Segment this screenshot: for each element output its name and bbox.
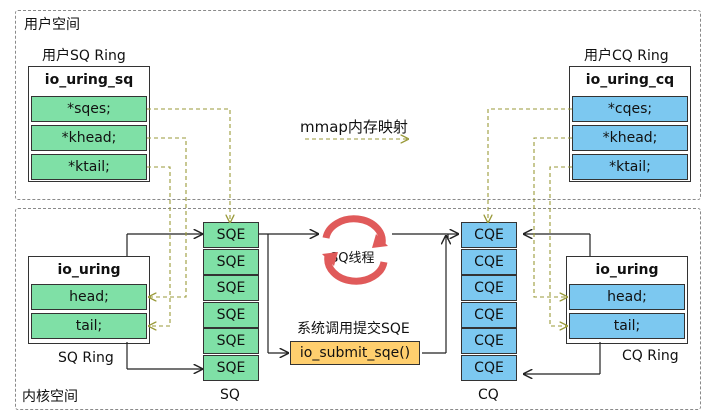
sq-queue-entry: SQE	[203, 222, 259, 248]
kernel-cq-field-head: head;	[569, 284, 685, 310]
cq-queue-entry: CQE	[461, 328, 517, 354]
cq-queue-entry: CQE	[461, 222, 517, 248]
user-space-label: 用户空间	[24, 17, 80, 33]
sq-queue-entry: SQE	[203, 328, 259, 354]
kernel-cq-ring-title: io_uring	[595, 262, 659, 278]
user-cq-ring-title: io_uring_cq	[585, 72, 675, 88]
user-sq-ring-caption: 用户SQ Ring	[42, 48, 126, 64]
user-cq-ring-caption: 用户CQ Ring	[584, 48, 669, 64]
sq-thread-ring	[322, 215, 388, 285]
user-sq-field-khead: *khead;	[31, 125, 147, 151]
cq-queue-entry: CQE	[461, 275, 517, 301]
user-sq-field-sqes: *sqes;	[31, 96, 147, 122]
sq-queue-entry: SQE	[203, 275, 259, 301]
kernel-cq-ring-caption: CQ Ring	[622, 348, 679, 364]
kernel-space-label: 内核空间	[22, 389, 78, 405]
kernel-sq-field-head: head;	[31, 284, 147, 310]
cq-queue-label: CQ	[478, 387, 499, 403]
sq-queue-entry: SQE	[203, 354, 259, 381]
sq-thread-label: SQ线程	[330, 251, 375, 266]
io-submit-sqe-box: io_submit_sqe()	[290, 341, 420, 365]
user-cq-field-cqes: *cqes;	[572, 96, 688, 122]
user-space-region	[15, 10, 701, 200]
cq-queue-entry: CQE	[461, 248, 517, 275]
sq-queue-entry: SQE	[203, 301, 259, 328]
user-cq-field-khead: *khead;	[572, 125, 688, 151]
sq-queue-label: SQ	[220, 387, 240, 403]
kernel-sq-field-tail: tail;	[31, 313, 147, 339]
mmap-label: mmap内存映射	[300, 118, 408, 136]
user-sq-field-ktail: *ktail;	[31, 154, 147, 180]
kernel-cq-field-tail: tail;	[569, 313, 685, 339]
kernel-space-region	[15, 208, 701, 410]
user-cq-field-ktail: *ktail;	[572, 154, 688, 180]
kernel-sq-ring-title: io_uring	[57, 262, 121, 278]
cq-queue-entry: CQE	[461, 354, 517, 381]
cq-queue-entry: CQE	[461, 301, 517, 328]
sq-queue-entry: SQE	[203, 248, 259, 275]
user-sq-ring-title: io_uring_sq	[44, 72, 134, 88]
kernel-sq-ring-caption: SQ Ring	[58, 350, 114, 366]
syscall-label: 系统调用提交SQE	[297, 321, 410, 337]
